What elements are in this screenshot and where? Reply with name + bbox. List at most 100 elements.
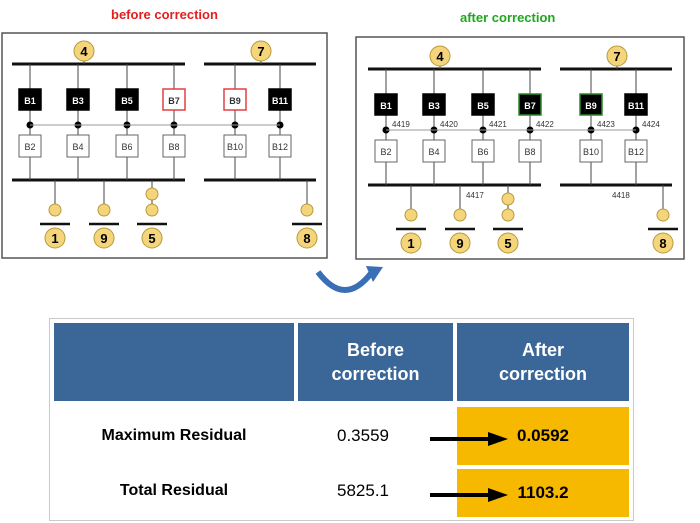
junction-label: 4422 bbox=[536, 120, 554, 129]
breaker-b6 bbox=[471, 139, 495, 163]
bus-label: 4418 bbox=[612, 191, 630, 200]
generator-symbol bbox=[145, 203, 159, 217]
breaker-label: B3 bbox=[72, 96, 84, 106]
node-8 bbox=[296, 227, 318, 249]
header-before-correction: Before correction bbox=[298, 323, 453, 401]
right-arrow-icon bbox=[430, 432, 508, 446]
breaker-b1 bbox=[18, 88, 42, 111]
node-label: 5 bbox=[504, 236, 511, 251]
breaker-label: B6 bbox=[121, 142, 132, 152]
generator-symbol bbox=[656, 208, 670, 222]
breaker-label: B5 bbox=[121, 96, 133, 106]
generator-symbol bbox=[97, 203, 111, 217]
header-after-correction: After correction bbox=[457, 323, 629, 401]
header-blank bbox=[54, 323, 294, 401]
breaker-label: B7 bbox=[168, 96, 180, 106]
node-label: 7 bbox=[613, 49, 620, 64]
breaker-b2 bbox=[374, 139, 398, 163]
breaker-label: B6 bbox=[477, 147, 488, 157]
node-9 bbox=[93, 227, 115, 249]
breaker-b6 bbox=[115, 134, 139, 158]
before-correction-title: before correction bbox=[111, 7, 218, 22]
generator-symbol bbox=[501, 192, 515, 206]
node-label: 1 bbox=[51, 231, 58, 246]
generator-symbol bbox=[453, 208, 467, 222]
breaker-b11 bbox=[624, 93, 648, 116]
breaker-label: B1 bbox=[24, 96, 36, 106]
breaker-label: B12 bbox=[272, 142, 288, 152]
junction-label: 4421 bbox=[489, 120, 507, 129]
breaker-b8 bbox=[518, 139, 542, 163]
breaker-label: B5 bbox=[477, 101, 489, 111]
breaker-b12 bbox=[624, 139, 648, 163]
node-1 bbox=[400, 232, 422, 254]
breaker-b1 bbox=[374, 93, 398, 116]
before-value-total-residual: 5825.1 bbox=[337, 481, 389, 500]
breaker-label: B2 bbox=[24, 142, 35, 152]
junction-label: 4423 bbox=[597, 120, 615, 129]
breaker-label: B9 bbox=[229, 96, 241, 106]
generator-symbol bbox=[300, 203, 314, 217]
node-7 bbox=[250, 40, 272, 62]
node-label: 8 bbox=[659, 236, 666, 251]
breaker-label: B4 bbox=[428, 147, 439, 157]
node-label: 4 bbox=[80, 44, 88, 59]
breaker-b4 bbox=[422, 139, 446, 163]
node-label: 9 bbox=[100, 231, 107, 246]
right-arrow-icon bbox=[430, 488, 508, 502]
generator-symbol bbox=[145, 187, 159, 201]
breaker-b3 bbox=[422, 93, 446, 116]
breaker-label: B4 bbox=[72, 142, 83, 152]
breaker-b5 bbox=[471, 93, 495, 116]
breaker-b4 bbox=[66, 134, 90, 158]
node-label: 7 bbox=[257, 44, 264, 59]
breaker-b12 bbox=[268, 134, 292, 158]
breaker-label: B9 bbox=[585, 101, 597, 111]
breaker-label: B11 bbox=[272, 96, 288, 106]
breaker-label: B3 bbox=[428, 101, 440, 111]
junction-label: 4419 bbox=[392, 120, 410, 129]
breaker-b10 bbox=[223, 134, 247, 158]
row-label-maximum-residual: Maximum Residual bbox=[101, 427, 247, 444]
node-label: 4 bbox=[436, 49, 444, 64]
breaker-b11 bbox=[268, 88, 292, 111]
breaker-b7 bbox=[162, 88, 186, 111]
after-value-maximum-residual: 0.0592 bbox=[457, 407, 629, 465]
breaker-label: B10 bbox=[227, 142, 243, 152]
breaker-b3 bbox=[66, 88, 90, 111]
breaker-label: B8 bbox=[168, 142, 179, 152]
node-9 bbox=[449, 232, 471, 254]
breaker-label: B1 bbox=[380, 101, 392, 111]
before-value-maximum-residual: 0.3559 bbox=[337, 426, 389, 445]
node-label: 8 bbox=[303, 231, 310, 246]
residual-table: Before correction After correction Maxim… bbox=[49, 318, 634, 521]
row-label-total-residual: Total Residual bbox=[119, 482, 229, 499]
refresh-arrow-icon bbox=[315, 266, 383, 293]
breaker-label: B7 bbox=[524, 101, 536, 111]
breaker-label: B12 bbox=[628, 147, 644, 157]
node-4 bbox=[429, 45, 451, 67]
breaker-label: B8 bbox=[524, 147, 535, 157]
breaker-b7 bbox=[518, 93, 542, 116]
node-5 bbox=[141, 227, 163, 249]
breaker-b5 bbox=[115, 88, 139, 111]
generator-symbol bbox=[48, 203, 62, 217]
breaker-b9 bbox=[579, 93, 603, 116]
breaker-b2 bbox=[18, 134, 42, 158]
breaker-b10 bbox=[579, 139, 603, 163]
node-4 bbox=[73, 40, 95, 62]
node-1 bbox=[44, 227, 66, 249]
generator-symbol bbox=[501, 208, 515, 222]
breaker-b8 bbox=[162, 134, 186, 158]
generator-symbol bbox=[404, 208, 418, 222]
node-5 bbox=[497, 232, 519, 254]
node-8 bbox=[652, 232, 674, 254]
node-7 bbox=[606, 45, 628, 67]
breaker-label: B11 bbox=[628, 101, 644, 111]
junction-label: 4424 bbox=[642, 120, 660, 129]
node-label: 5 bbox=[148, 231, 155, 246]
junction-label: 4420 bbox=[440, 120, 458, 129]
after-correction-title: after correction bbox=[460, 10, 556, 25]
